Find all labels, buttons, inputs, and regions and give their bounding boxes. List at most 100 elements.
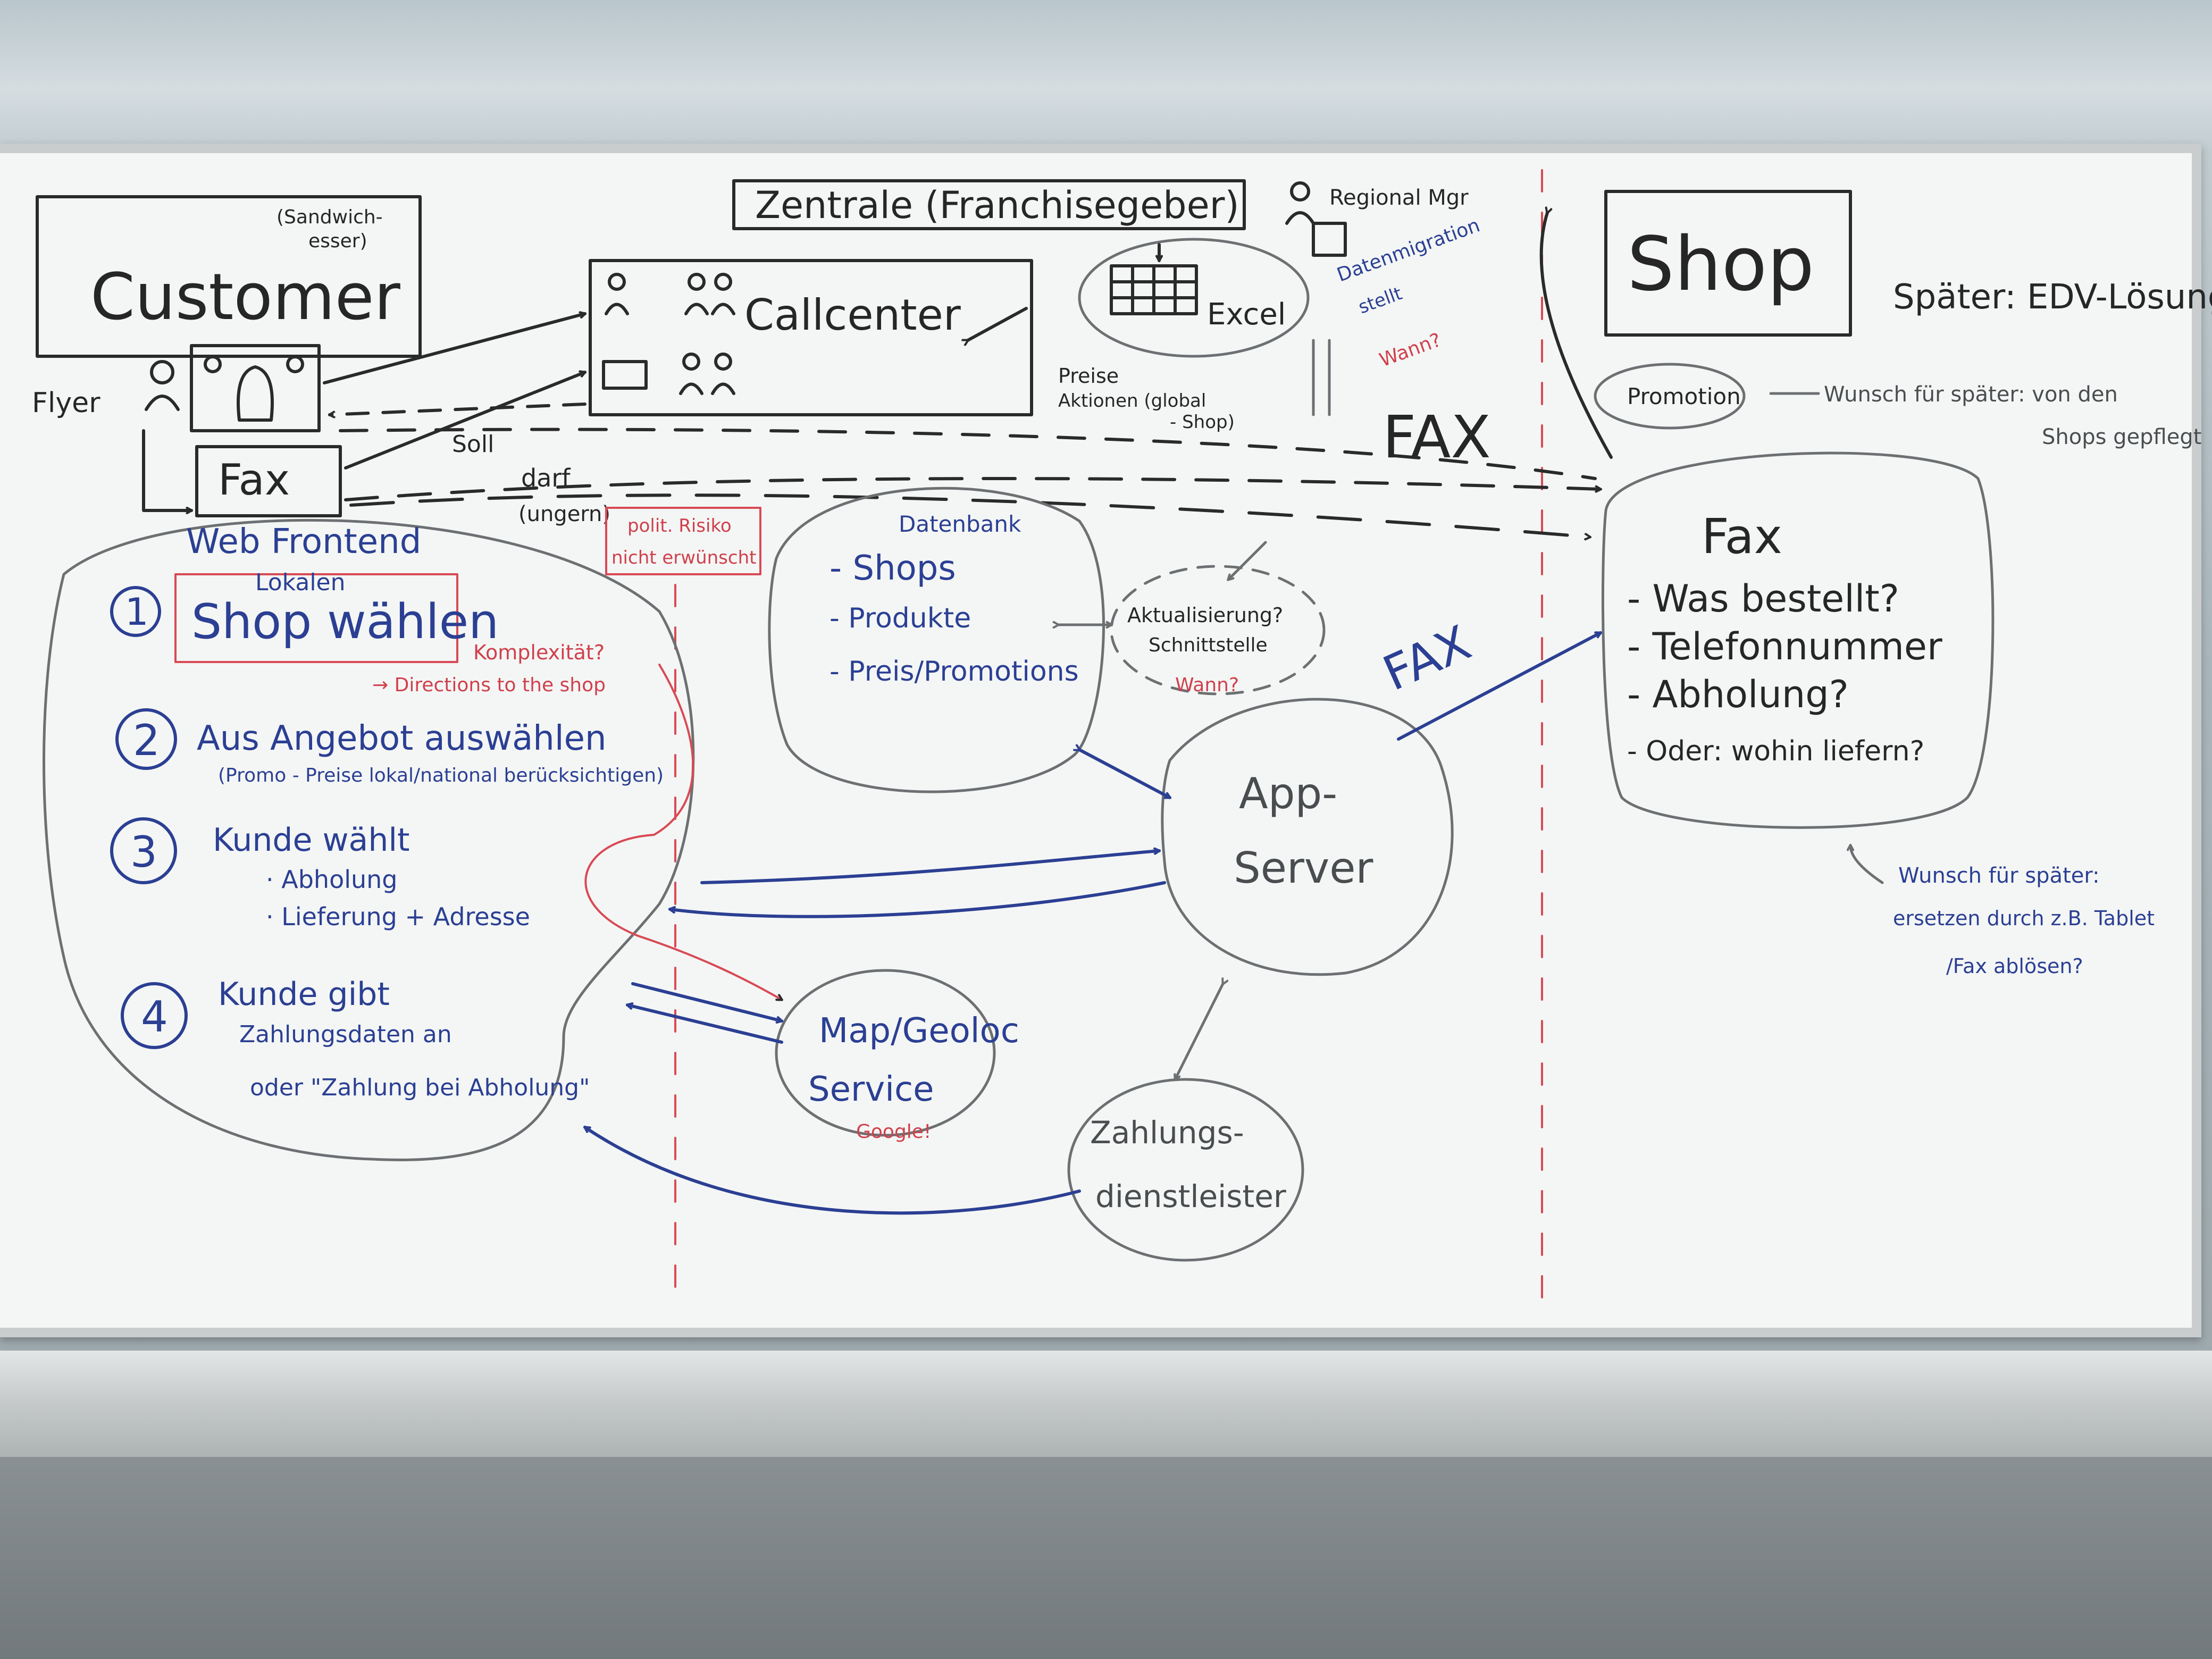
step-4-text: Kunde gibt — [218, 976, 390, 1013]
app-server-line2: Server — [1234, 843, 1373, 893]
preise-label-line3: - Shop) — [1170, 412, 1235, 433]
fax-to-callcenter-arrow — [344, 372, 585, 470]
map-geo-line1: Map/Geoloc — [819, 1011, 1019, 1051]
step-3-sub-lieferung: · Lieferung + Adresse — [266, 902, 530, 931]
frontend-to-map-arrow — [631, 982, 782, 1021]
promotion-note-line2: Shops gepflegt — [2042, 425, 2201, 449]
fax-darf-dashed-arrow — [349, 493, 1590, 537]
soll-label: Soll — [452, 431, 494, 458]
step-1-text: Shop wählen — [191, 594, 499, 650]
step-4-sub-line2: oder "Zahlung bei Abholung" — [250, 1074, 590, 1101]
customer-note-line2: esser) — [308, 230, 367, 252]
customer-to-fax-arrow — [142, 429, 193, 510]
step-2-text: Aus Angebot auswählen — [197, 719, 607, 758]
datenbank-item-preis: - Preis/Promotions — [830, 656, 1079, 688]
datenbank-app-server-arrow — [1079, 750, 1170, 799]
callcenter-to-customer-dashed-arrow — [330, 403, 586, 415]
fax-blue-label: FAX — [1375, 615, 1479, 702]
zentrale-box: Zentrale (Franchisegeber) — [732, 179, 1246, 230]
datenmigration-line1: Datenmigration — [1334, 214, 1483, 286]
app-server-to-fax-arrow — [1397, 631, 1601, 741]
whiteboard-marker-tray — [0, 1351, 2212, 1457]
excel-label: Excel — [1207, 297, 1286, 332]
agent-icons — [605, 273, 735, 395]
tablet-note-line1: Wunsch für später: — [1898, 864, 2100, 888]
aktualisierung-line1: Aktualisierung? — [1127, 604, 1283, 627]
web-frontend-title: Web Frontend — [186, 522, 421, 562]
shop-box: Shop — [1604, 190, 1852, 337]
ungern-label: (ungern) — [518, 502, 610, 526]
promotion-note-line1: Wunsch für später: von den — [1824, 382, 2118, 407]
step-2-circle — [115, 708, 177, 770]
fax-right-item-bestellt: - Was bestellt? — [1627, 577, 1899, 621]
step-4-number: 4 — [141, 992, 168, 1042]
map-to-frontend-arrow — [627, 1005, 783, 1044]
zentrale-label: Zentrale (Franchisegeber) — [755, 183, 1239, 227]
directions-label: → Directions to the shop — [372, 674, 606, 696]
callcenter-box: Callcenter — [589, 259, 1033, 416]
promotion-label: Promotion — [1627, 383, 1741, 409]
datenbank-title: Datenbank — [899, 511, 1021, 537]
fax-right-node: Fax - Was bestellt? - Telefonnummer - Ab… — [1601, 451, 1995, 829]
shop-select-highlight — [174, 573, 458, 663]
step-1-circle — [110, 586, 161, 637]
preise-label-line2: Aktionen (global — [1058, 390, 1206, 412]
spreadsheet-icon — [1110, 264, 1198, 315]
tablet-note-line2: ersetzen durch z.B. Tablet — [1893, 907, 2155, 930]
fax-right-item-telefon: - Telefonnummer — [1627, 625, 1942, 668]
zahlung-line1: Zahlungs- — [1090, 1115, 1244, 1151]
customer-box: Customer (Sandwich- esser) — [36, 195, 422, 358]
promotion-node: Promotion — [1594, 363, 1746, 430]
excel-node: Excel — [1078, 238, 1310, 358]
flyer-label: Flyer — [32, 387, 100, 419]
step-3-number: 3 — [130, 827, 157, 877]
datenbank-item-shops: - Shops — [830, 549, 956, 588]
frontend-to-app-server-arrow — [700, 851, 1159, 884]
fax-machine-icon — [602, 360, 648, 390]
shop-select-small-label: Lokalen — [255, 569, 346, 596]
datenbank-node: Datenbank - Shops - Produkte - Preis/Pro… — [768, 487, 1105, 793]
floor-background — [0, 1436, 2212, 1659]
fax-top-dashed-line — [339, 428, 1597, 480]
map-geo-node: Map/Geoloc Service Google! — [775, 969, 1019, 1143]
risk-box — [605, 507, 761, 575]
regional-mgr-icon — [1285, 181, 1347, 257]
web-frontend-region: Web Frontend Lokalen 1 Shop wählen 2 Aus… — [43, 518, 695, 1161]
excel-to-callcenter-arrow — [968, 307, 1028, 340]
customer-label: Customer — [90, 261, 401, 334]
step-3-circle — [110, 817, 177, 884]
customer-person-icon — [145, 360, 180, 411]
app-server-zahlung-arrow — [1175, 984, 1223, 1079]
directions-red-arrow — [584, 664, 782, 1000]
komplexitaet-label: Komplexität? — [473, 641, 605, 664]
excel-to-aktualisierung-arrow — [1228, 541, 1267, 580]
shop-to-regional-mgr-arrow — [1539, 213, 1613, 459]
later-edv-label: Später: EDV-Lösung? — [1893, 278, 2212, 317]
phone-to-callcenter-arrow — [323, 314, 585, 384]
callcenter-label: Callcenter — [744, 290, 961, 340]
datenmigration-question: Wann? — [1377, 329, 1444, 372]
step-2-number: 2 — [133, 716, 160, 765]
step-4-circle — [121, 982, 188, 1049]
risk-line1: polit. Risiko — [627, 515, 732, 537]
shop-label: Shop — [1627, 221, 1814, 308]
tablet-note-arrow — [1850, 845, 1884, 884]
step-1-number: 1 — [125, 590, 149, 634]
whiteboard — [0, 144, 2201, 1337]
preise-label-line1: Preise — [1058, 364, 1119, 388]
fax-left-box: Fax — [195, 445, 342, 517]
zahlung-node: Zahlungs- dienstleister — [1067, 1078, 1304, 1262]
ceiling-background — [0, 0, 2212, 149]
datenbank-item-produkte: - Produkte — [830, 602, 971, 634]
tablet-note-line3: /Fax ablösen? — [1946, 954, 2083, 978]
fax-right-title: Fax — [1702, 509, 1782, 565]
app-server-line1: App- — [1239, 769, 1337, 818]
map-geo-line2: Service — [808, 1070, 934, 1109]
fax-right-item-liefern: - Oder: wohin liefern? — [1627, 735, 1924, 767]
fax-arrow-label: FAX — [1382, 403, 1491, 471]
aktualisierung-question: Wann? — [1175, 674, 1239, 696]
step-3-sub-abholung: · Abholung — [266, 865, 398, 894]
fax-to-shop-dashed-arrow — [344, 477, 1601, 501]
phone-box — [190, 344, 321, 432]
